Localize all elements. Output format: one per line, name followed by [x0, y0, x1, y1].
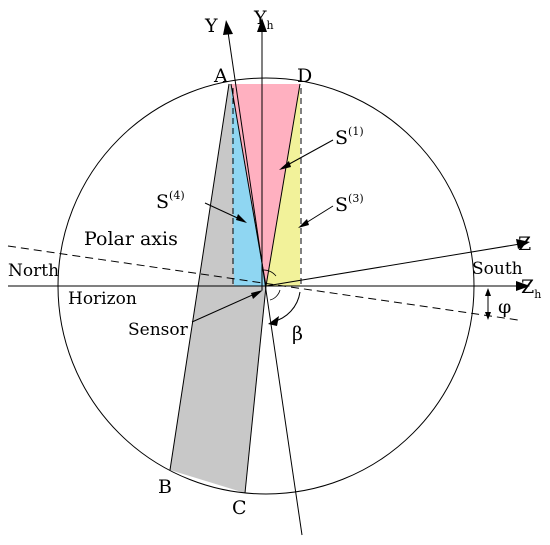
s1-main: S [335, 127, 348, 149]
zh-axis-label: Zh [521, 276, 541, 301]
small-angle-arc [261, 269, 277, 277]
polar-axis-label: Polar axis [84, 228, 178, 250]
z-axis [265, 243, 521, 287]
band-edge-right [244, 285, 267, 494]
point-c-label: C [232, 497, 247, 519]
point-a-label: A [213, 65, 228, 87]
phi-arrow-down [485, 312, 491, 320]
s3-main: S [335, 194, 348, 216]
sensor-label: Sensor [128, 320, 189, 340]
phi-arrow-up [485, 288, 491, 296]
point-b-label: B [158, 476, 172, 498]
zh-sub: h [534, 288, 541, 301]
s1-right-edge [265, 83, 301, 287]
beta-label: β [292, 323, 303, 345]
zh-main: Z [521, 276, 534, 298]
y-axis-label: Y [204, 15, 218, 37]
s1-region [231, 84, 300, 286]
s3-leader-head [298, 219, 309, 228]
s4-leader-head [236, 214, 247, 223]
zh-arrowhead [516, 281, 530, 291]
yh-arrowhead [257, 18, 267, 32]
s1-sup: (1) [348, 125, 364, 138]
s1-label: S(1) [335, 125, 364, 149]
small-angle-arc-2 [269, 289, 281, 301]
band-edge-left [169, 83, 230, 471]
y-arrowhead [223, 20, 233, 35]
north-label: North [8, 261, 59, 281]
s4-label: S(4) [156, 189, 185, 213]
s4-sup: (4) [169, 189, 185, 202]
beta-arc-head [268, 316, 279, 326]
s1-leader-head [279, 161, 291, 170]
s3-label: S(3) [335, 192, 364, 216]
sensor-leader-head [251, 290, 263, 299]
s1-leader [281, 139, 334, 169]
s3-sup: (3) [348, 192, 364, 205]
yh-main: Y [253, 7, 267, 29]
phi-label: φ [498, 296, 511, 318]
horizon-label: Horizon [68, 289, 137, 309]
s4-main: S [156, 191, 169, 213]
z-axis-label: Z [518, 233, 531, 255]
point-d-label: D [297, 65, 312, 87]
z-arrowhead [516, 239, 530, 249]
sensor-leader [191, 291, 260, 323]
polar-axis-line [7, 245, 519, 321]
yh-sub: h [267, 19, 274, 32]
y-axis [227, 31, 303, 536]
yh-axis-label: Yh [253, 7, 274, 32]
south-label: South [472, 259, 523, 279]
